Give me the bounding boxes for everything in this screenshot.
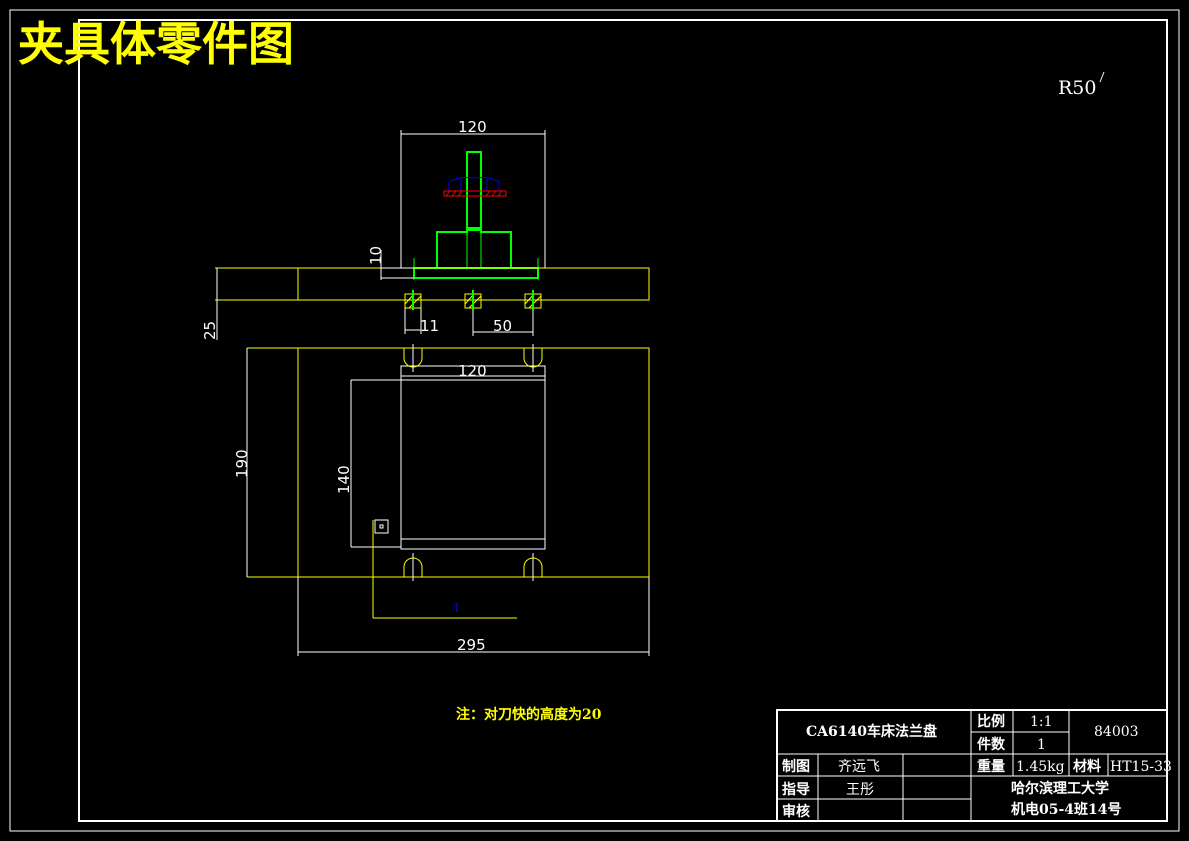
dim-inner-height: 140 xyxy=(335,465,353,494)
tb-qty-label: 件数 xyxy=(977,736,1006,753)
tb-weight-value: 1.45kg xyxy=(1016,759,1065,775)
roughness-symbol: R50 xyxy=(1058,77,1096,99)
note-text: 注：对刀快的高度为20 xyxy=(456,706,602,723)
top-view: 190 120 140 1 xyxy=(233,344,650,656)
dim-slot-spacing: 50 xyxy=(493,317,512,335)
dim-slot-width: 11 xyxy=(420,317,439,335)
tb-part-name: CA6140车床法兰盘 xyxy=(806,723,937,740)
dim-total-height: 25 xyxy=(201,321,219,340)
roughness-tick xyxy=(1099,71,1105,83)
washer-section xyxy=(443,190,507,197)
tb-guide-label: 指导 xyxy=(782,781,810,798)
tb-scale-value: 1:1 xyxy=(1030,714,1053,730)
tb-qty-value: 1 xyxy=(1037,737,1046,753)
tb-drawn-name: 齐远飞 xyxy=(838,759,880,775)
drawing-title: 夹具体零件图 xyxy=(18,17,294,71)
tb-material-value: HT15-33 xyxy=(1110,759,1172,775)
tb-class-info: 机电05-4班14号 xyxy=(1011,801,1122,818)
tb-drawing-no: 84003 xyxy=(1094,724,1139,740)
inner-frame xyxy=(78,19,1168,822)
tb-school: 哈尔滨理工大学 xyxy=(1011,780,1109,797)
tb-guide-name: 王彤 xyxy=(846,782,874,798)
dim-outer-height: 190 xyxy=(233,449,251,478)
title-block xyxy=(776,709,1168,822)
front-view: 120 10 25 xyxy=(201,118,650,340)
blue-annotation: 1 xyxy=(453,601,461,615)
outer-frame xyxy=(9,9,1180,832)
tb-review-label: 审核 xyxy=(782,803,810,820)
dim-overall-width: 295 xyxy=(457,636,486,654)
tb-weight-label: 重量 xyxy=(977,758,1005,775)
tb-drawn-label: 制图 xyxy=(782,758,810,775)
tb-scale-label: 比例 xyxy=(977,713,1005,730)
dim-plate-thickness: 10 xyxy=(367,246,385,265)
dim-inner-width: 120 xyxy=(458,362,487,380)
tb-material-label: 材料 xyxy=(1073,758,1101,775)
dim-top-width: 120 xyxy=(458,118,487,136)
